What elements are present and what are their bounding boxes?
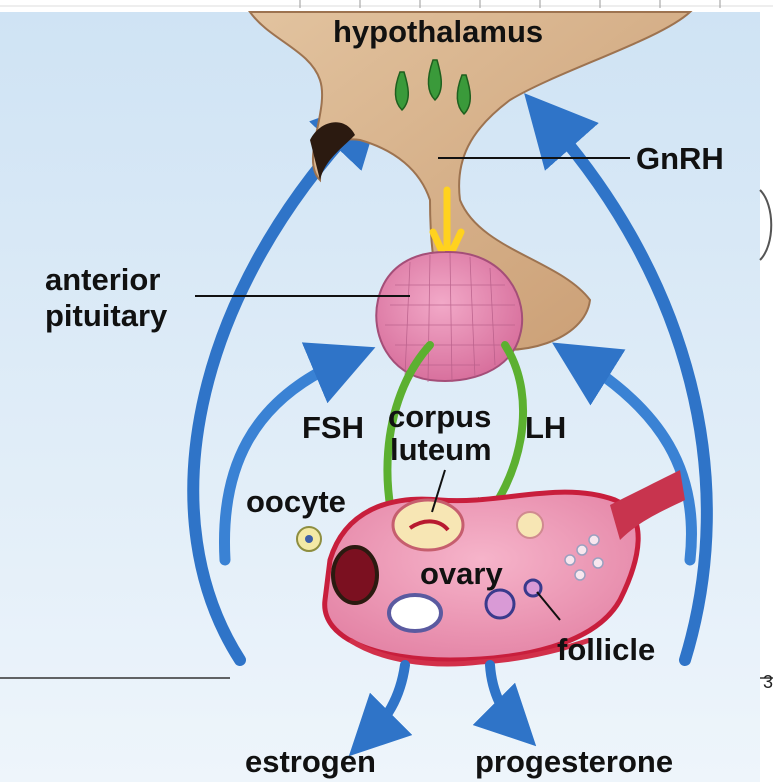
ovary-label: ovary — [420, 556, 503, 591]
oocyte-label: oocyte — [246, 484, 346, 519]
follicle-label: follicle — [557, 632, 655, 667]
follicle-large — [389, 595, 441, 631]
corpus-luteum-shape — [393, 500, 463, 550]
corpus-label: corpus — [388, 399, 491, 434]
top-ruler — [0, 0, 773, 8]
follicle-medium — [486, 590, 514, 618]
anterior-pituitary-shape — [376, 252, 522, 381]
anterior-label: anterior — [45, 262, 160, 297]
oocyte-nucleus — [305, 535, 313, 543]
slide-edge-bracket — [760, 190, 771, 260]
luteum-label: luteum — [390, 432, 492, 467]
developing-follicle — [517, 512, 543, 538]
estrogen-label: estrogen — [245, 744, 376, 779]
fsh-label: FSH — [302, 410, 364, 445]
hypothalamus-label: hypothalamus — [333, 14, 543, 49]
pituitary-label: pituitary — [45, 298, 168, 333]
progesterone-label: progesterone — [475, 744, 673, 779]
gnrh-label: GnRH — [636, 141, 724, 176]
lh-label: LH — [525, 410, 566, 445]
page-number: 3 — [763, 672, 773, 693]
ruptured-follicle — [333, 547, 377, 603]
